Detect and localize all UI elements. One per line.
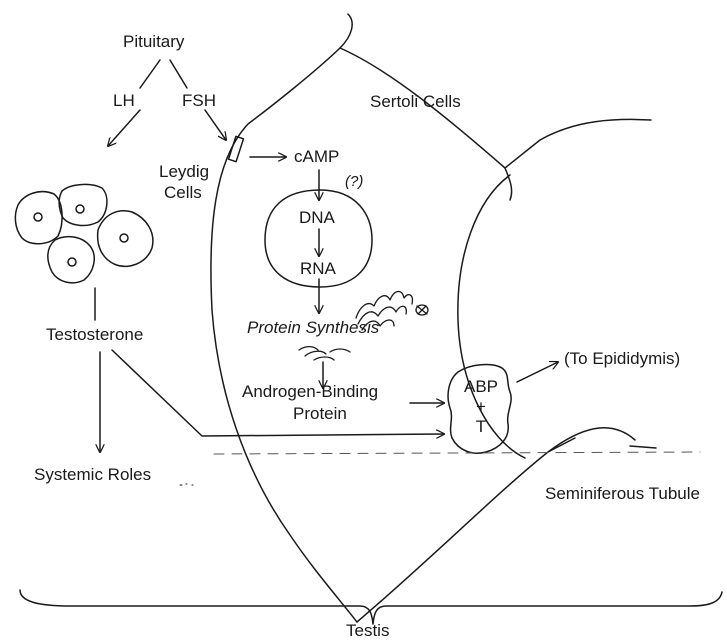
abp-t-label: T [458,418,504,437]
abp-box-label: ABP [458,378,504,397]
sertoli-label: Sertoli Cells [370,93,461,112]
fsh-label: FSH [182,92,216,111]
systemic-roles-label: Systemic Roles [34,466,151,485]
pituitary-label: Pituitary [123,33,184,52]
leydig-label-1: Leydig [159,163,209,182]
fsh-arrow [205,110,226,140]
pituitary-branch-right [170,60,187,88]
epididymis-label: (To Epididymis) [564,350,680,369]
lh-label: LH [113,92,135,111]
question-label: (?) [345,174,363,191]
tubule-dashed-line [214,452,700,454]
rna-label: RNA [300,260,336,279]
leydig-cell-icon [15,184,153,282]
abp-protein-label-1: Androgen-Binding [242,383,378,402]
dna-label: DNA [299,209,335,228]
abp-plus-label: + [458,398,504,417]
protein-synthesis-label: Protein Synthesis [247,319,379,338]
testis-label: Testis [346,622,389,641]
seminiferous-label: Seminiferous Tubule [545,485,700,504]
leydig-label-2: Cells [164,184,202,203]
sertoli-membrane-3 [505,168,512,200]
testis-brace [20,590,722,624]
sertoli-lower-boundary [357,428,635,622]
abp-to-epididymis-arrow [517,362,558,382]
pituitary-branch-left [140,60,160,88]
lh-arrow [108,110,140,146]
camp-label: cAMP [294,148,339,167]
sertoli-bottom-edge [630,446,656,448]
testosterone-label: Testosterone [46,326,143,345]
abp-protein-label-2: Protein [293,405,347,424]
sertoli-lower-tail [548,438,575,452]
sertoli-membrane-2 [505,119,651,168]
speckle [180,484,193,485]
